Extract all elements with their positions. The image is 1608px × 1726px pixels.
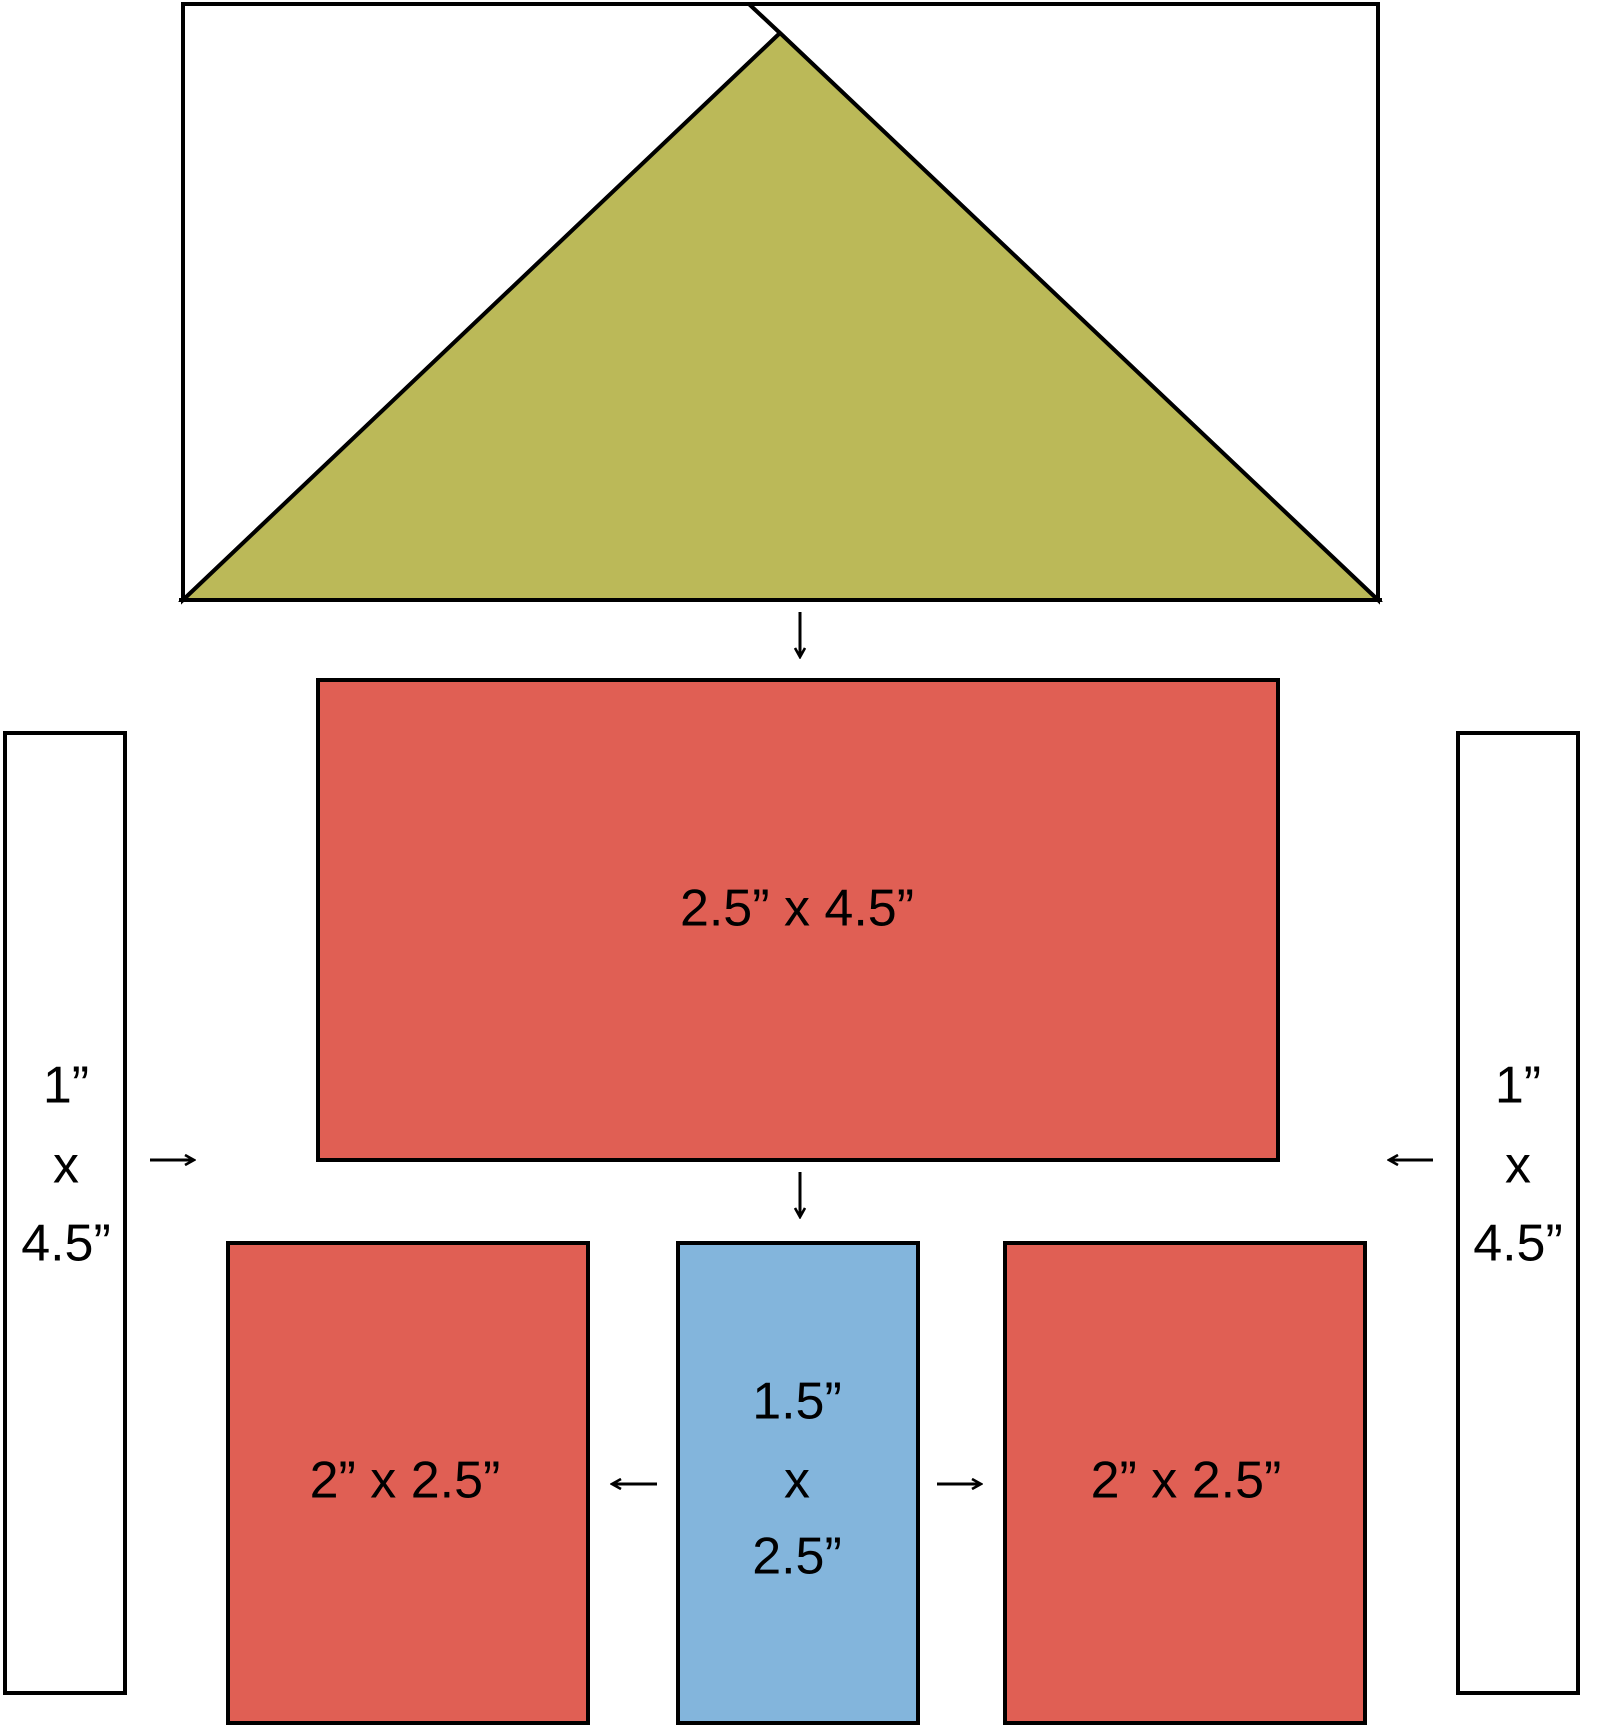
bottom-left-rectangle-label: 2” x 2.5”: [310, 1452, 501, 1510]
right-strip-label-line1: 1”: [1495, 1057, 1541, 1115]
left-strip-label-line2: x: [53, 1137, 79, 1195]
center-rectangle-label-line3: 2.5”: [752, 1528, 842, 1586]
left-white-strip: [3, 731, 127, 1695]
center-blue-rectangle: [676, 1241, 920, 1725]
left-strip-label-line1: 1”: [43, 1057, 89, 1115]
right-strip-label-line2: x: [1505, 1137, 1531, 1195]
top-red-rectangle: [316, 678, 1280, 1162]
right-strip-label-line3: 4.5”: [1473, 1215, 1563, 1273]
left-strip-label-line3: 4.5”: [21, 1215, 111, 1273]
bottom-right-red-rectangle: [1003, 1241, 1367, 1725]
right-white-strip: [1456, 731, 1580, 1695]
bottom-right-rectangle-label: 2” x 2.5”: [1091, 1452, 1282, 1510]
bottom-left-red-rectangle: [226, 1241, 590, 1725]
flying-geese-unit: [177, 2, 1384, 605]
center-rectangle-label-line1: 1.5”: [752, 1373, 842, 1431]
center-rectangle-label-line2: x: [784, 1452, 810, 1510]
top-rectangle-label: 2.5” x 4.5”: [680, 880, 914, 938]
